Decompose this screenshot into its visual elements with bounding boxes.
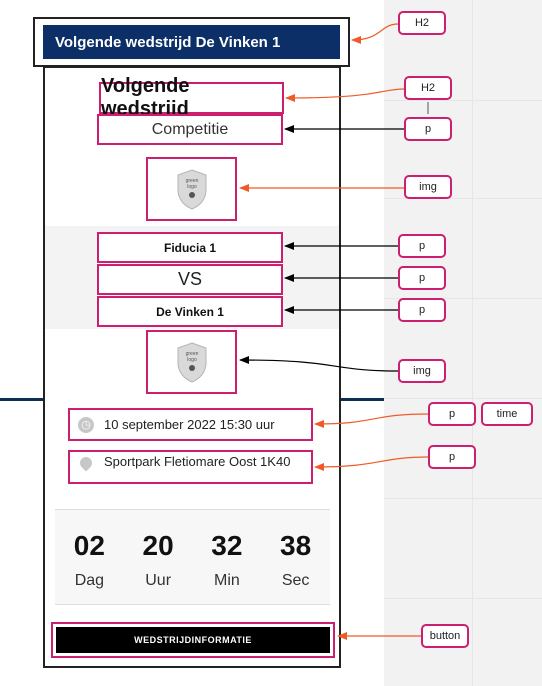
logo-text-line-1: green	[185, 351, 198, 357]
home-team-logo: green logo	[146, 157, 237, 221]
callout-button-tag: button	[421, 624, 469, 648]
match-location-text: Sportpark Fletiomare Oost 1K40	[104, 454, 291, 469]
countdown-unit-hours: 20 Uur	[124, 510, 193, 604]
logo-text-line-2: logo	[187, 184, 197, 190]
logo-text-line-2: logo	[187, 357, 197, 363]
callout-header-tag: H2	[398, 11, 446, 35]
callout-title-tag: H2	[404, 76, 452, 100]
countdown-label: Uur	[145, 572, 172, 589]
arrow-away-logo	[239, 356, 399, 372]
countdown-timer: 02 Dag 20 Uur 32 Min 38 Sec	[55, 509, 330, 605]
away-team-logo: green logo	[146, 330, 237, 394]
shield-logo-icon: green logo	[177, 169, 206, 210]
canvas-gridline	[384, 298, 542, 299]
match-datetime-text: 10 september 2022 15:30 uur	[104, 417, 275, 432]
match-location: Sportpark Fletiomare Oost 1K40	[68, 450, 313, 484]
header-frame: Volgende wedstrijd De Vinken 1	[33, 17, 350, 67]
arrow-title	[285, 88, 405, 102]
countdown-unit-minutes: 32 Min	[193, 510, 262, 604]
callout-home-logo-tag: img	[404, 175, 452, 199]
header-title: Volgende wedstrijd De Vinken 1	[43, 25, 340, 59]
callout-versus-tag: p	[398, 266, 446, 290]
countdown-value: 02	[73, 530, 105, 561]
countdown-unit-seconds: 38 Sec	[261, 510, 330, 604]
clock-icon: ◷	[78, 416, 94, 433]
canvas-gridline	[384, 498, 542, 499]
canvas-background	[384, 0, 542, 686]
countdown-label: Min	[213, 572, 240, 589]
countdown-unit-days: 02 Dag	[55, 510, 124, 604]
callout-away-team-tag: p	[398, 298, 446, 322]
canvas-gridline	[384, 598, 542, 599]
countdown-value: 20	[142, 530, 174, 561]
shield-logo-icon: green logo	[177, 342, 206, 383]
match-datetime: ◷ 10 september 2022 15:30 uur	[68, 408, 313, 441]
callout-competition-tag: p	[404, 117, 452, 141]
canvas-gridline	[384, 198, 542, 199]
callout-location-tag: p	[428, 445, 476, 469]
countdown-label: Dag	[74, 572, 105, 589]
home-team-name: Fiducia 1	[97, 232, 283, 263]
callout-home-team-tag: p	[398, 234, 446, 258]
competition-label: Competitie	[97, 114, 283, 145]
countdown-value: 32	[211, 530, 243, 561]
canvas-gridline	[384, 398, 542, 399]
arrow-datetime	[314, 413, 429, 428]
match-info-button[interactable]: WEDSTRIJDINFORMATIE	[56, 627, 330, 653]
callout-datetime-tag: p	[428, 402, 476, 426]
countdown-label: Sec	[281, 572, 310, 589]
callout-time-tag: time	[481, 402, 533, 426]
canvas-gridline	[384, 100, 542, 101]
away-team-name: De Vinken 1	[97, 296, 283, 327]
logo-text-line-1: green	[185, 178, 198, 184]
match-info-button-outline: WEDSTRIJDINFORMATIE	[51, 622, 335, 658]
callout-away-logo-tag: img	[398, 359, 446, 383]
countdown-value: 38	[280, 530, 312, 561]
arrow-header	[351, 23, 399, 44]
versus-label: VS	[97, 264, 283, 295]
canvas-gridline	[472, 0, 473, 686]
arrow-location	[314, 456, 429, 471]
